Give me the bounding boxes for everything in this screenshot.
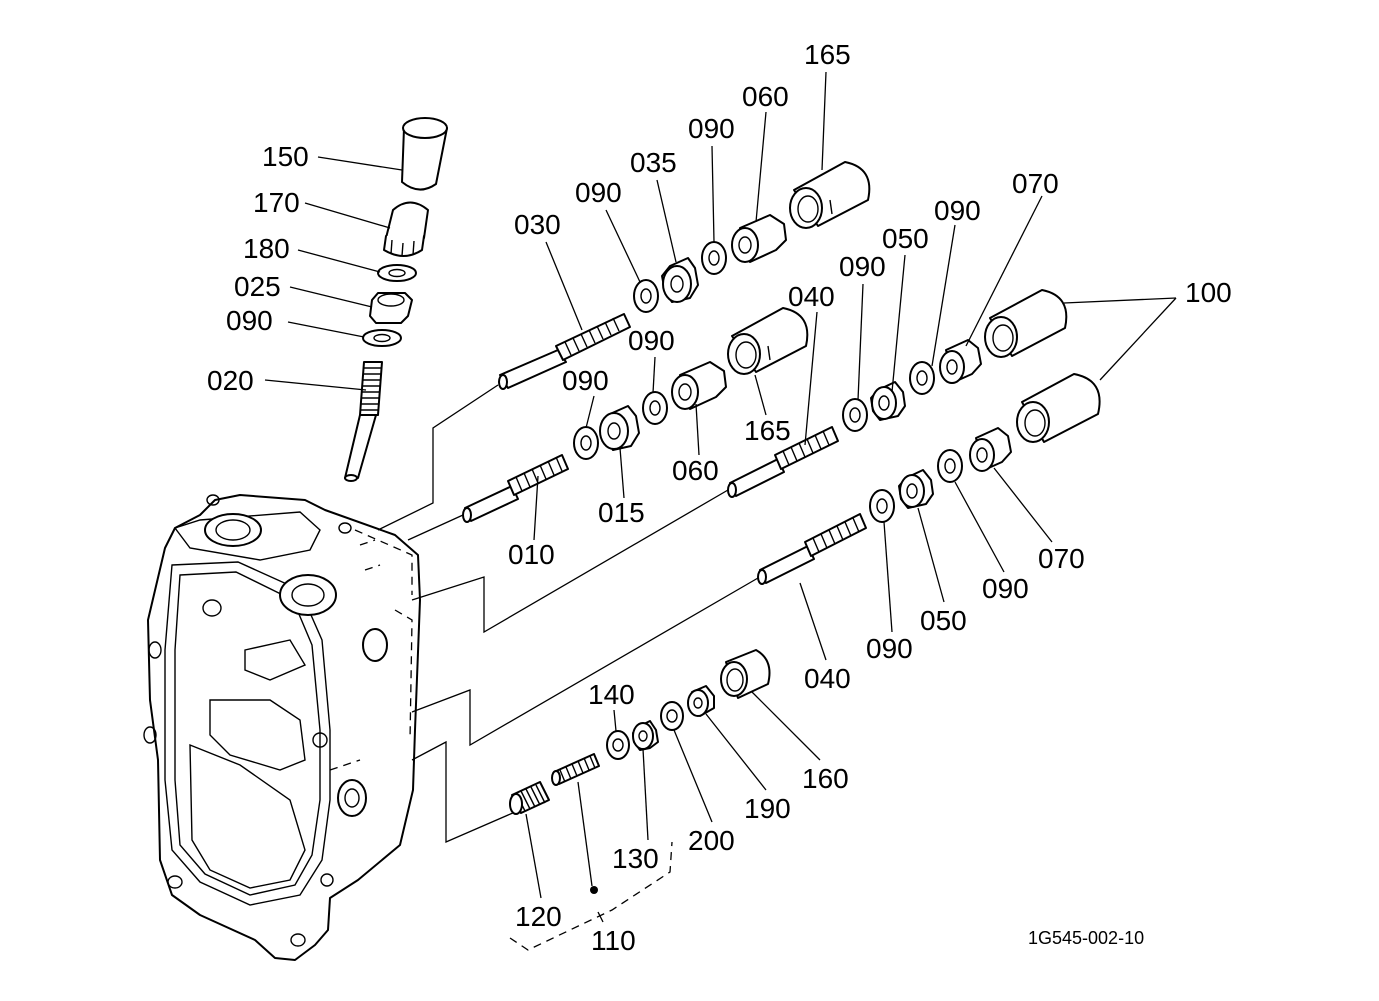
sleeve-160	[720, 649, 771, 699]
nut-130	[632, 720, 659, 751]
label-090-upper-b: 090	[934, 195, 981, 226]
label-170: 170	[253, 187, 300, 218]
stud-030	[498, 313, 631, 390]
label-090-mid-b: 090	[628, 325, 675, 356]
third-row-assembly	[727, 289, 1068, 498]
routing-lines	[377, 384, 759, 843]
label-090-top-a: 090	[575, 177, 622, 208]
spring-120	[509, 781, 550, 815]
second-row-assembly	[462, 307, 809, 523]
label-020: 020	[207, 365, 254, 396]
fourth-row-assembly	[757, 373, 1101, 585]
washer-090-top-a	[633, 279, 659, 313]
label-165-top: 165	[804, 39, 851, 70]
plug-170	[383, 201, 429, 257]
label-150: 150	[262, 141, 309, 172]
set-bracket-110	[509, 841, 673, 951]
label-010: 010	[508, 539, 555, 570]
label-110: 110	[591, 925, 636, 956]
label-040-lower: 040	[804, 663, 851, 694]
leader-lines	[264, 71, 1177, 923]
label-140: 140	[588, 679, 635, 710]
stud-020	[344, 361, 383, 482]
top-row-assembly	[498, 161, 871, 390]
plug-070-upper	[939, 339, 982, 384]
reference-code: 1G545-002-10	[1028, 928, 1144, 948]
plug-190	[687, 685, 715, 717]
sleeve-100-upper	[984, 289, 1068, 358]
label-100: 100	[1185, 277, 1232, 308]
label-090-vertical: 090	[226, 305, 273, 336]
label-090-mid-a: 090	[562, 365, 609, 396]
label-120: 120	[515, 901, 562, 932]
nut-025	[369, 292, 413, 324]
label-090-top-b: 090	[688, 113, 735, 144]
label-040-upper: 040	[788, 281, 835, 312]
label-180: 180	[243, 233, 290, 264]
label-165-mid: 165	[744, 415, 791, 446]
label-070-upper: 070	[1012, 168, 1059, 199]
washer-200	[660, 701, 684, 731]
nut-050-upper	[870, 381, 906, 421]
stud-040-lower	[757, 513, 867, 585]
washer-090-mid-b	[642, 391, 668, 425]
label-035: 035	[630, 147, 677, 178]
washer-090-top-b	[701, 241, 727, 275]
stud-040-upper	[727, 426, 839, 498]
label-160: 160	[802, 763, 849, 794]
label-090-upper-a: 090	[839, 251, 886, 282]
washer-090-lower-b	[937, 449, 963, 483]
washer-090-mid-a	[573, 426, 599, 460]
washer-090-vertical	[362, 329, 402, 347]
label-090-lower-a: 090	[866, 633, 913, 664]
label-070-lower: 070	[1038, 543, 1085, 574]
washer-140	[606, 730, 630, 760]
plug-060-mid	[671, 361, 727, 410]
label-060-top: 060	[742, 81, 789, 112]
nut-015	[599, 405, 640, 451]
label-015: 015	[598, 497, 645, 528]
plug-060-top	[731, 214, 787, 263]
label-030: 030	[514, 209, 561, 240]
sleeve-165-top	[789, 161, 871, 229]
set-marker-dot	[590, 886, 598, 894]
label-050-upper: 050	[882, 223, 929, 254]
label-190: 190	[744, 793, 791, 824]
vertical-stack	[344, 117, 448, 482]
sleeve-165-mid	[727, 307, 809, 375]
washer-090-lower-a	[869, 489, 895, 523]
label-130: 130	[612, 843, 659, 874]
label-025: 025	[234, 271, 281, 302]
sleeve-100-lower	[1016, 373, 1101, 443]
washer-090-upper-b	[909, 361, 935, 395]
label-050-lower: 050	[920, 605, 967, 636]
nut-050-lower	[898, 469, 934, 509]
stud-010	[462, 454, 569, 523]
part-labels: 165 060 090 035 090 030 150 170 180 025 …	[207, 39, 1232, 956]
spring-110	[551, 753, 600, 786]
washer-180	[377, 264, 417, 282]
label-060-mid: 060	[672, 455, 719, 486]
label-200: 200	[688, 825, 735, 856]
cap-150	[401, 117, 448, 191]
washer-090-upper-a	[842, 398, 868, 432]
plug-070-lower	[969, 427, 1012, 472]
nut-035	[661, 257, 699, 303]
label-090-lower-b: 090	[982, 573, 1029, 604]
valve-housing	[143, 494, 421, 961]
bottom-row-assembly	[509, 649, 771, 951]
